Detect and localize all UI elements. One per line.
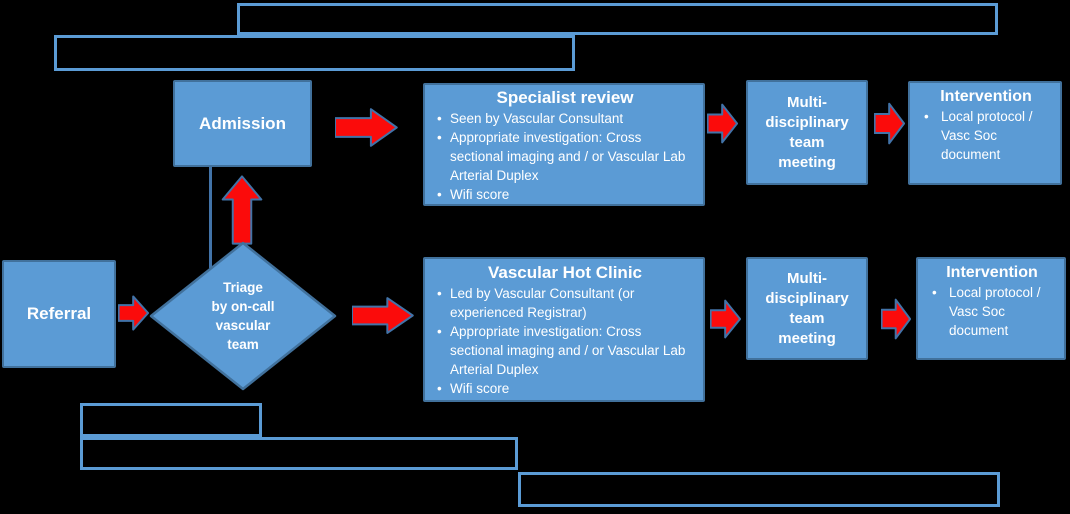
referral-node: Referral	[2, 260, 116, 368]
redacted-note-box-bottom-2	[80, 437, 518, 470]
triage-diamond-icon	[149, 241, 337, 391]
referral-label: Referral	[26, 304, 92, 323]
arrow-up-icon	[221, 175, 263, 245]
mdt-meeting-node-bottom: Multi- disciplinary team meeting	[746, 257, 868, 360]
list-item: Local protocol / Vasc Soc document	[916, 107, 1056, 164]
bullet-icon	[437, 322, 450, 379]
list-item: Seen by Vascular Consultant	[432, 109, 698, 128]
arrow-right-icon	[707, 103, 738, 144]
arrow-right-icon	[881, 298, 911, 340]
intervention-node-bottom: Intervention Local protocol / Vasc Soc d…	[916, 257, 1066, 360]
arrow-right-icon	[335, 108, 398, 147]
bullet-icon	[437, 379, 450, 398]
list-item: Appropriate investigation: Cross section…	[432, 322, 698, 379]
redacted-note-box-top-1	[237, 3, 998, 35]
specialist-review-title: Specialist review	[496, 88, 634, 107]
vascular-hot-clinic-title: Vascular Hot Clinic	[488, 263, 642, 282]
arrow-right-icon	[352, 297, 414, 334]
mdt-meeting-node-top: Multi- disciplinary team meeting	[746, 80, 868, 185]
triage-label: Triage by on-call vascular team	[211, 280, 275, 352]
list-item: Appropriate investigation: Cross section…	[432, 128, 698, 185]
list-item: Local protocol / Vasc Soc document	[924, 283, 1060, 340]
specialist-review-node: Specialist review Seen by Vascular Consu…	[423, 83, 705, 206]
triage-decision-node: Triage by on-call vascular team	[148, 240, 338, 392]
admission-label: Admission	[199, 113, 286, 133]
bullet-icon	[437, 109, 450, 128]
arrow-right-icon	[710, 299, 741, 339]
mdt-meeting-label: Multi- disciplinary team meeting	[765, 93, 849, 171]
redacted-note-box-top-2	[54, 35, 575, 71]
connector-line-admission-triage	[209, 167, 212, 268]
redacted-note-box-bottom-1	[80, 403, 262, 437]
admission-node: Admission	[173, 80, 312, 167]
vascular-hot-clinic-node: Vascular Hot Clinic Led by Vascular Cons…	[423, 257, 705, 402]
redacted-note-box-bottom-3	[518, 472, 1000, 507]
intervention-title: Intervention	[940, 88, 1032, 105]
arrow-right-icon	[874, 102, 905, 145]
bullet-icon	[437, 185, 450, 204]
bullet-icon	[924, 107, 941, 164]
mdt-meeting-label: Multi- disciplinary team meeting	[765, 269, 849, 347]
list-item: Led by Vascular Consultant (or experienc…	[432, 284, 698, 322]
bullet-icon	[932, 283, 949, 340]
bullet-icon	[437, 128, 450, 185]
bullet-icon	[437, 284, 450, 322]
arrow-right-icon	[118, 295, 149, 331]
intervention-title: Intervention	[946, 264, 1038, 281]
intervention-node-top: Intervention Local protocol / Vasc Soc d…	[908, 81, 1062, 185]
list-item: Wifi score	[432, 379, 698, 398]
list-item: Wifi score	[432, 185, 698, 204]
